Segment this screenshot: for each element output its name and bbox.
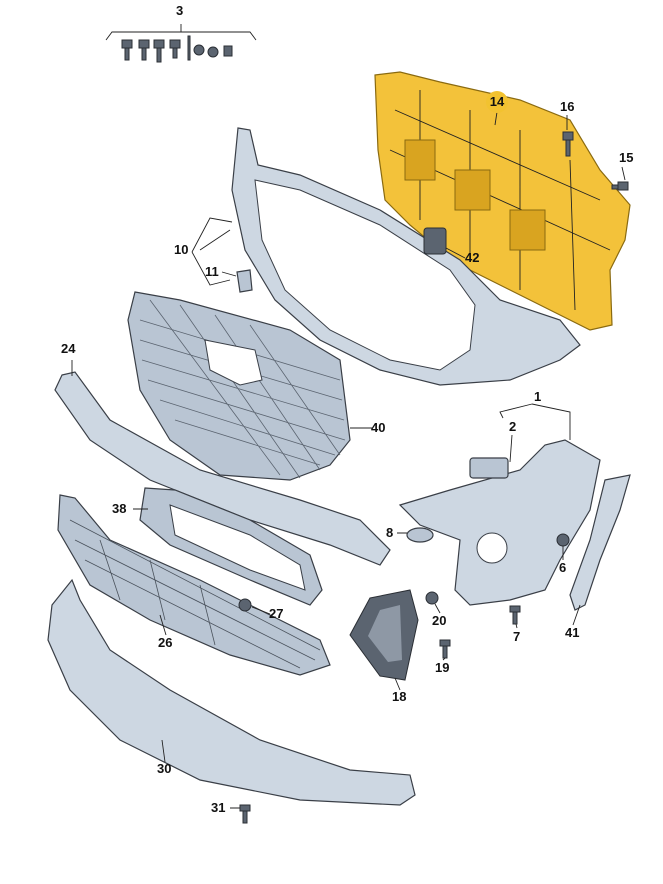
label-38: 38 xyxy=(112,501,127,516)
logo-opening xyxy=(204,339,263,386)
label-2: 2 xyxy=(509,419,517,434)
label-20: 20 xyxy=(432,613,447,628)
leader-lines xyxy=(71,111,626,809)
screw-19 xyxy=(439,639,451,659)
fastener-set-3 xyxy=(121,35,233,63)
label-19: 19 xyxy=(435,660,450,675)
part-26-lower-grille xyxy=(57,494,331,676)
label-24: 24 xyxy=(61,341,76,356)
screw-31 xyxy=(239,804,251,824)
part-30-spoiler xyxy=(47,578,416,806)
label-3: 3 xyxy=(176,3,184,18)
nut-27 xyxy=(238,598,252,612)
label-15: 15 xyxy=(619,150,634,165)
label-8: 8 xyxy=(386,525,394,540)
bolt-15 xyxy=(611,181,629,191)
label-16: 16 xyxy=(560,99,575,114)
label-26: 26 xyxy=(158,635,173,650)
nut-20 xyxy=(425,591,439,605)
label-31: 31 xyxy=(211,800,226,815)
label-41: 41 xyxy=(565,625,580,640)
label-30: 30 xyxy=(157,761,172,776)
part-8-cap xyxy=(406,527,434,543)
part-2-cap xyxy=(469,457,509,479)
bolt-16 xyxy=(562,131,574,157)
label-7: 7 xyxy=(513,629,521,644)
clip-6 xyxy=(556,533,570,547)
part-24-trim xyxy=(54,371,391,566)
part-2-side-grille xyxy=(398,439,601,606)
leader-3 xyxy=(105,24,257,41)
label-18: 18 xyxy=(392,689,407,704)
part-42-cover xyxy=(423,227,447,255)
label-14: 14 xyxy=(486,91,508,113)
label-10: 10 xyxy=(174,242,189,257)
label-11: 11 xyxy=(205,264,219,279)
part-11 xyxy=(236,269,253,293)
label-40: 40 xyxy=(371,420,386,435)
label-42: 42 xyxy=(465,250,480,265)
label-27: 27 xyxy=(269,606,284,621)
label-6: 6 xyxy=(559,560,567,575)
part-41-strip xyxy=(569,474,631,611)
label-1: 1 xyxy=(534,389,542,404)
screw-7 xyxy=(509,605,521,625)
